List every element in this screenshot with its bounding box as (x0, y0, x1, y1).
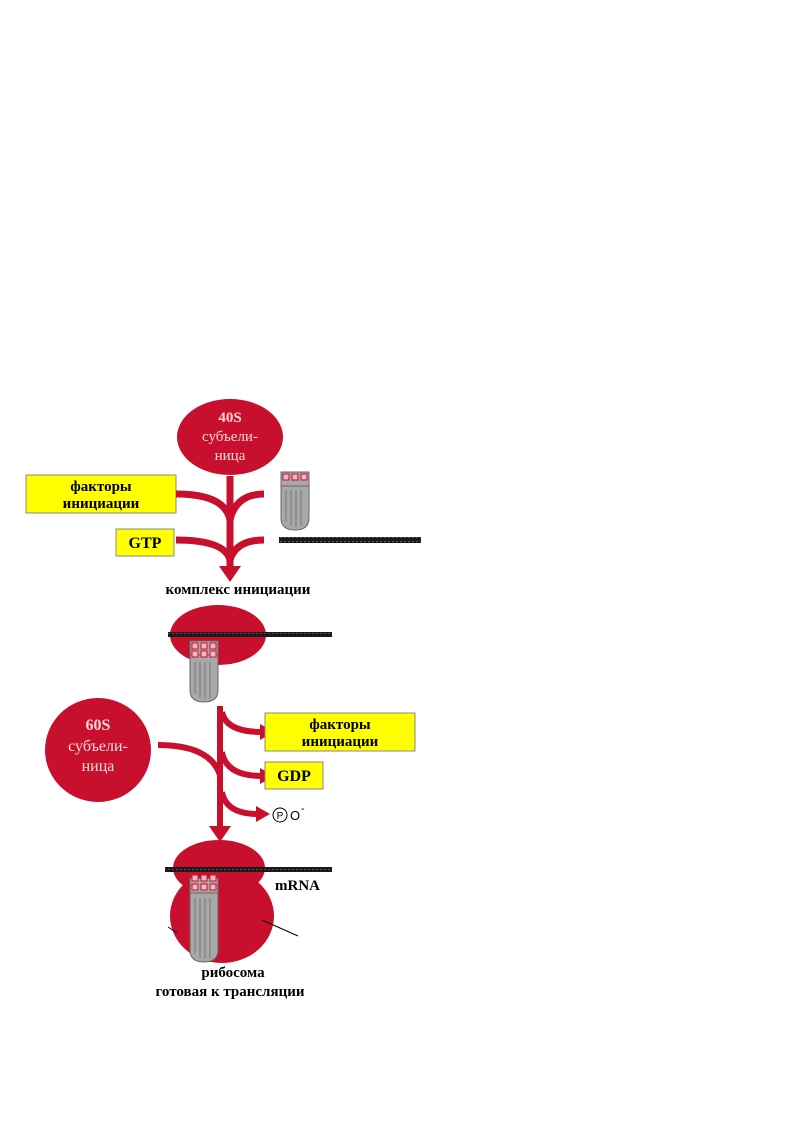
subunit-40s-word-part1: субъели- (202, 429, 258, 445)
initiation-factors-in-line2: инициации (63, 496, 140, 512)
arrowhead-down-step2 (209, 826, 231, 842)
pointer-line-right (261, 919, 299, 937)
arrowhead-step1 (219, 566, 241, 582)
mrna-label: mRNA (275, 878, 320, 894)
gtp-label: GTP (129, 535, 162, 552)
phosphate-symbol: P (277, 811, 284, 822)
phosphate-charge: - (301, 803, 305, 815)
mrna-strand-top (279, 537, 421, 543)
initiation-factors-in-line1: факторы (70, 479, 132, 495)
phosphate-group: P O - (272, 803, 305, 823)
subunit-60s-name: 60S (86, 717, 111, 734)
subunit-60s-word-part1: субъели- (68, 738, 128, 755)
subunit-40s-word-part2: ница (215, 448, 246, 464)
initiation-factors-box-out: факторы инициации (264, 712, 416, 752)
ribosome-ready-line2: готовая к трансляции (155, 984, 304, 1000)
assembled-ribosome (165, 840, 332, 963)
pointer-line-left (167, 926, 178, 934)
initiation-factors-out-line1: факторы (309, 717, 371, 733)
initiation-complex (168, 605, 332, 703)
subunit-40s-name: 40S (218, 410, 241, 426)
subunit-60s-word-part2: ница (82, 758, 115, 775)
arrows-step2 (157, 706, 263, 826)
subunit-40s: 40S субъели- ница (177, 399, 283, 475)
initiation-factors-box-in: факторы инициации (25, 474, 177, 514)
arrowhead-phosphate-out (256, 806, 270, 822)
subunit-60s: 60S субъели- ница (45, 698, 151, 802)
gdp-label: GDP (277, 768, 311, 785)
initiator-trna-top (280, 471, 310, 531)
initiation-factors-out-line2: инициации (302, 734, 379, 750)
initiation-complex-label: комплекс инициации (166, 582, 311, 598)
converging-arrows-step1 (175, 476, 265, 568)
gdp-box: GDP (264, 761, 324, 790)
ribosome-ready-line1: рибосома (201, 965, 265, 981)
phosphate-oxygen: O (290, 808, 300, 823)
gtp-box: GTP (115, 528, 175, 557)
